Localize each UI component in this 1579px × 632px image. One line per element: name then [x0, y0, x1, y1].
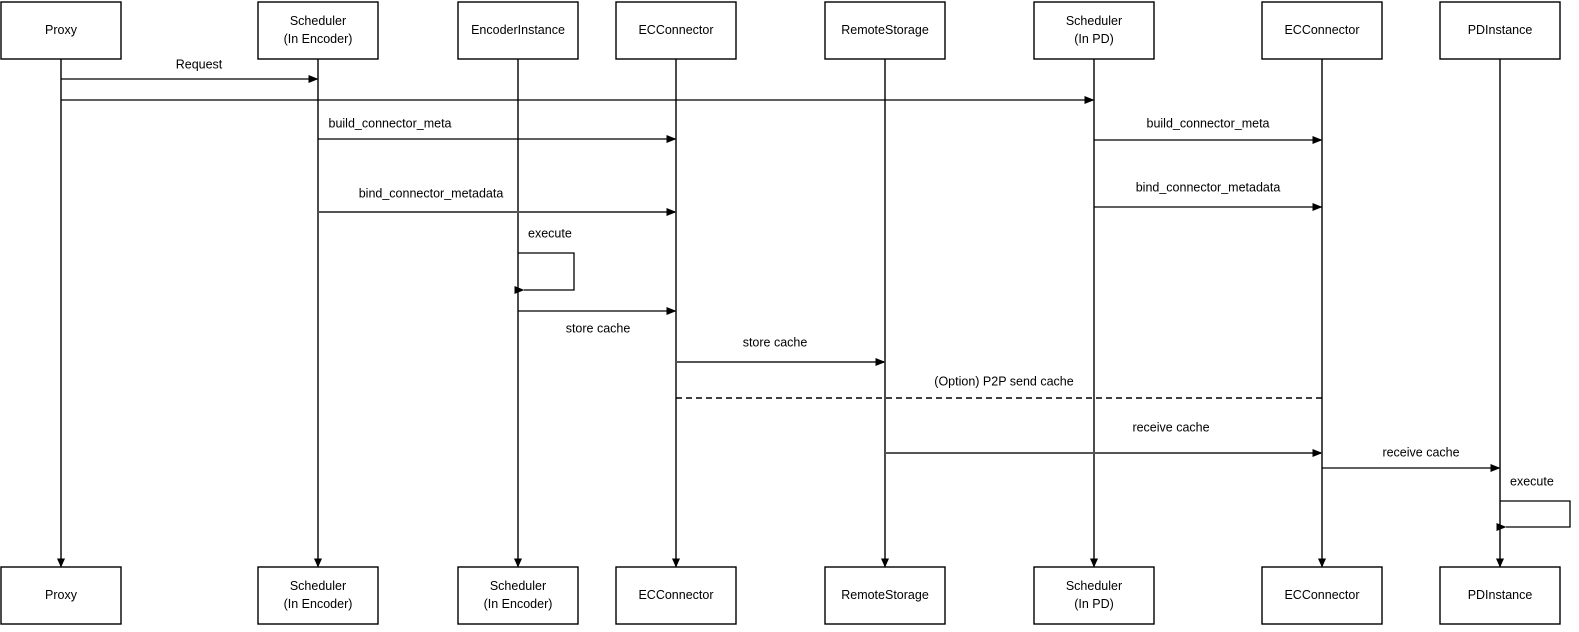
footer-label-scheduler-encoder: Scheduler: [290, 579, 346, 593]
header-remote-storage: RemoteStorage: [824, 1, 946, 60]
header-encoder-instance: EncoderInstance: [457, 1, 579, 60]
message-label-request: Request: [176, 57, 223, 71]
header-pd-instance: PDInstance: [1439, 1, 1561, 60]
message-bind-connector-metadata-right: bind_connector_metadata: [1094, 180, 1323, 211]
footer-box-proxy: [0, 566, 122, 625]
message-label-bind-connector-metadata-left: bind_connector_metadata: [359, 186, 504, 200]
header-box-scheduler-pd: [1033, 1, 1155, 60]
header-box-ec-connector-left: [615, 1, 737, 60]
header-label-pd-instance: PDInstance: [1468, 23, 1533, 37]
self-message-path-execute-encoder: [514, 252, 575, 294]
header-box-proxy: [0, 1, 122, 60]
message-label-store-cache-encoder: store cache: [566, 321, 631, 335]
footer-encoder-instance: Scheduler (In Encoder): [457, 566, 579, 625]
header-proxy: Proxy: [0, 1, 122, 60]
header-scheduler-encoder: Scheduler (In Encoder): [257, 1, 379, 60]
header-box-remote-storage: [824, 1, 946, 60]
header-box-scheduler-encoder: [257, 1, 379, 60]
self-message-label-execute-encoder: execute: [528, 226, 572, 240]
footer-participant-boxes: Proxy Scheduler (In Encoder) Scheduler (In E…: [0, 566, 1561, 625]
header-label-remote-storage: RemoteStorage: [841, 23, 929, 37]
footer-box-ec-connector-right: [1261, 566, 1383, 625]
message-build-connector-meta-left: build_connector_meta: [318, 116, 677, 143]
message-receive-cache-pd: receive cache: [1322, 445, 1501, 472]
message-store-cache-remote: store cache: [676, 335, 886, 366]
header-ec-connector-right: ECConnector: [1261, 1, 1383, 60]
header-label-scheduler-pd: Scheduler: [1066, 14, 1122, 28]
footer-scheduler-encoder: Scheduler (In Encoder): [257, 566, 379, 625]
footer-label-pd-instance: PDInstance: [1468, 588, 1533, 602]
header-label-ec-connector-left: ECConnector: [638, 23, 713, 37]
footer-remote-storage: RemoteStorage: [824, 566, 946, 625]
header-box-encoder-instance: [457, 1, 579, 60]
footer-proxy: Proxy: [0, 566, 122, 625]
message-label-receive-cache-pd: receive cache: [1382, 445, 1459, 459]
self-message-execute-pd: execute: [1496, 474, 1571, 531]
footer-label-remote-storage: RemoteStorage: [841, 588, 929, 602]
header-participant-boxes: Proxy Scheduler (In Encoder) EncoderInstanc…: [0, 1, 1561, 60]
self-message-label-execute-pd: execute: [1510, 474, 1554, 488]
message-label-p2p-send-cache: (Option) P2P send cache: [934, 374, 1073, 388]
footer-box-scheduler-encoder: [257, 566, 379, 625]
message-p2p-send-cache: (Option) P2P send cache: [676, 374, 1322, 399]
message-label-build-connector-meta-left: build_connector_meta: [329, 116, 452, 130]
message-store-cache-encoder: store cache: [518, 307, 677, 335]
message-receive-cache-remote: receive cache: [885, 420, 1323, 457]
footer-label-encoder-instance: Scheduler: [490, 579, 546, 593]
footer-scheduler-pd: Scheduler (In PD): [1033, 566, 1155, 625]
header-scheduler-pd: Scheduler (In PD): [1033, 1, 1155, 60]
message-bind-connector-metadata-left: bind_connector_metadata: [318, 186, 677, 216]
header-sublabel-scheduler-pd: (In PD): [1074, 32, 1114, 46]
self-message-path-execute-pd: [1496, 500, 1571, 531]
message-label-receive-cache-remote: receive cache: [1132, 420, 1209, 434]
lifelines-layer: [57, 59, 1504, 568]
footer-box-pd-instance: [1439, 566, 1561, 625]
footer-sublabel-scheduler-pd: (In PD): [1074, 597, 1114, 611]
footer-label-ec-connector-left: ECConnector: [638, 588, 713, 602]
footer-ec-connector-right: ECConnector: [1261, 566, 1383, 625]
footer-label-scheduler-pd: Scheduler: [1066, 579, 1122, 593]
footer-sublabel-scheduler-encoder: (In Encoder): [284, 597, 353, 611]
footer-box-remote-storage: [824, 566, 946, 625]
message-label-build-connector-meta-right: build_connector_meta: [1147, 116, 1270, 130]
header-box-pd-instance: [1439, 1, 1561, 60]
messages-layer: Request build_connector_meta build_connect…: [61, 57, 1501, 472]
footer-label-proxy: Proxy: [45, 588, 78, 602]
header-ec-connector-left: ECConnector: [615, 1, 737, 60]
footer-sublabel-encoder-instance: (In Encoder): [484, 597, 553, 611]
self-message-execute-encoder: execute: [514, 226, 575, 294]
header-label-proxy: Proxy: [45, 23, 78, 37]
self-messages-layer: execute execute: [514, 226, 1571, 531]
message-label-bind-connector-metadata-right: bind_connector_metadata: [1136, 180, 1281, 194]
message-label-store-cache-remote: store cache: [743, 335, 808, 349]
header-sublabel-scheduler-encoder: (In Encoder): [284, 32, 353, 46]
footer-label-ec-connector-right: ECConnector: [1284, 588, 1359, 602]
footer-ec-connector-left: ECConnector: [615, 566, 737, 625]
message-request: Request: [61, 57, 319, 83]
footer-box-ec-connector-left: [615, 566, 737, 625]
footer-pd-instance: PDInstance: [1439, 566, 1561, 625]
header-box-ec-connector-right: [1261, 1, 1383, 60]
message-build-connector-meta-right: build_connector_meta: [1094, 116, 1323, 144]
header-label-scheduler-encoder: Scheduler: [290, 14, 346, 28]
header-label-encoder-instance: EncoderInstance: [471, 23, 565, 37]
footer-box-scheduler-pd: [1033, 566, 1155, 625]
header-label-ec-connector-right: ECConnector: [1284, 23, 1359, 37]
footer-box-encoder-instance: [457, 566, 579, 625]
